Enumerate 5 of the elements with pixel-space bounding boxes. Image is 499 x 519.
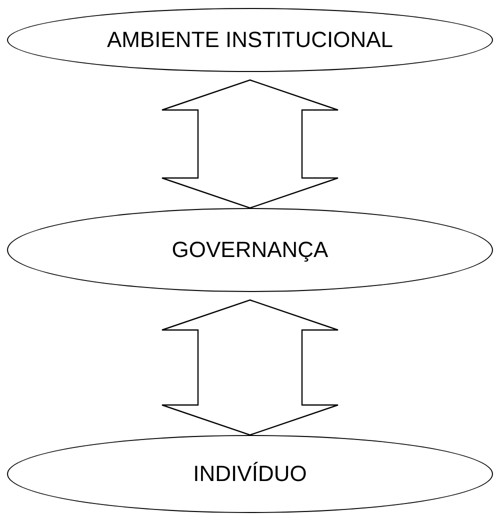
node-label: INDIVÍDUO (193, 461, 307, 487)
node-label: AMBIENTE INSTITUCIONAL (106, 27, 394, 53)
double-block-arrow (161, 299, 339, 436)
double-block-arrow (161, 79, 339, 209)
node-label: GOVERNANÇA (172, 237, 328, 263)
